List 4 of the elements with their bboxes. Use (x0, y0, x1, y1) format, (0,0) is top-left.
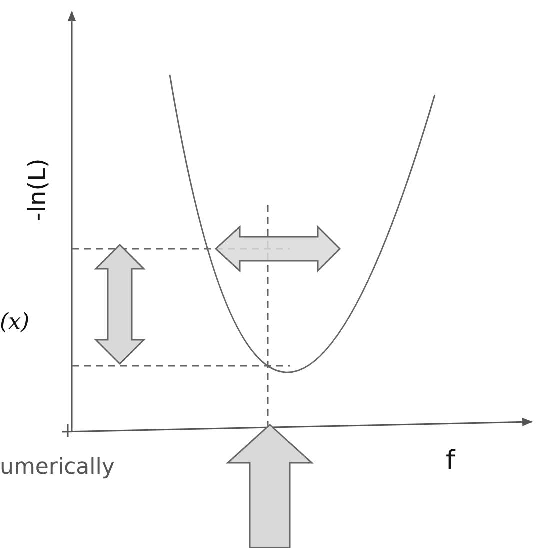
formula-text: (x) (0, 310, 30, 335)
axis-label: f (446, 446, 456, 476)
body-text: umerically (0, 455, 115, 480)
axis-label: -ln(L) (23, 158, 52, 222)
